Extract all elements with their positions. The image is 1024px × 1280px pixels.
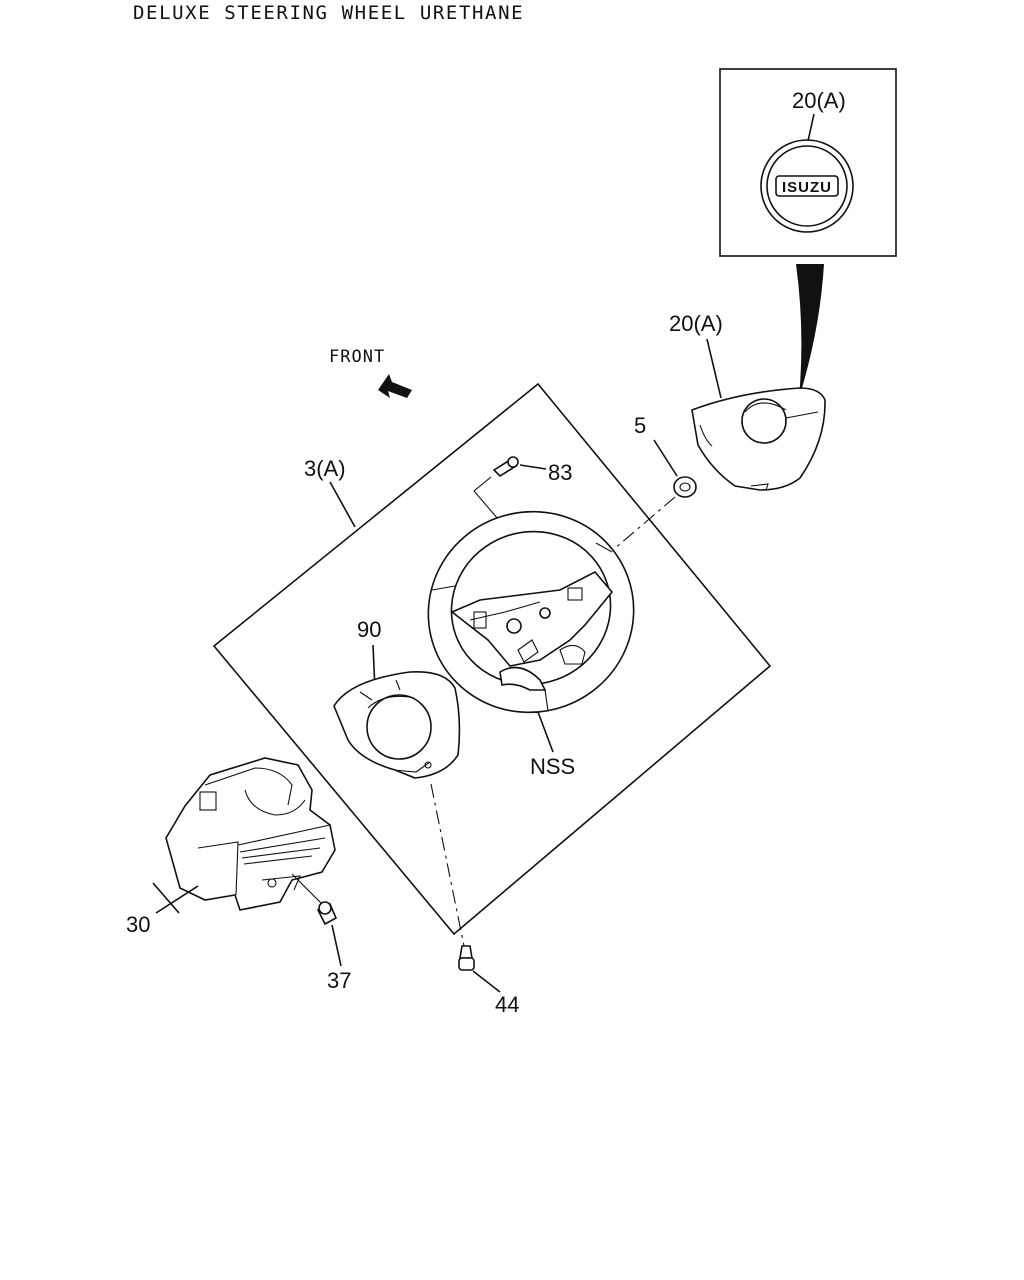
callout-3a: 3(A) — [304, 456, 346, 481]
horn-pad: 20(A) — [669, 311, 826, 491]
callout-5: 5 — [634, 413, 646, 438]
front-arrow-icon — [378, 374, 412, 398]
steering-wheel: NSS — [427, 510, 635, 779]
column-cover-90: 90 — [333, 617, 461, 779]
diagram-title: DELUXE STEERING WHEEL URETHANE — [133, 2, 525, 24]
combination-switch-30: 30 — [126, 757, 336, 937]
callout-37: 37 — [327, 968, 351, 993]
callout-nss: NSS — [530, 754, 575, 779]
front-label: FRONT — [329, 347, 385, 367]
screw-37: 37 — [291, 873, 351, 993]
callout-20a: 20(A) — [669, 311, 723, 336]
emblem-inset: 20(A) ISUZU — [719, 68, 897, 257]
callout-44: 44 — [495, 992, 519, 1017]
isuzu-badge-text: ISUZU — [782, 179, 832, 196]
callout-20a-inset: 20(A) — [792, 88, 846, 113]
callout-30: 30 — [126, 912, 150, 937]
callout-83: 83 — [548, 460, 572, 485]
inset-pointer — [796, 264, 824, 398]
assembly-frame — [212, 382, 772, 936]
callout-90: 90 — [357, 617, 381, 642]
screw-44: 44 — [458, 945, 519, 1017]
nut-5: 5 — [634, 413, 697, 498]
front-indicator: FRONT — [329, 347, 412, 398]
